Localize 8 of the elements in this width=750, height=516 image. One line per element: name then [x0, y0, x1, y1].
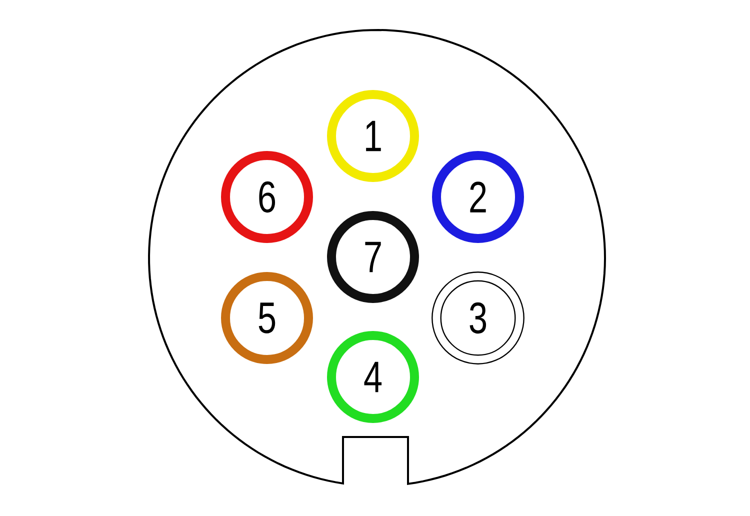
- pin-ring: 2: [432, 151, 524, 243]
- pin-ring: 7: [327, 211, 419, 303]
- pin-ring: 1: [327, 90, 419, 182]
- pin-ring: 5: [221, 272, 313, 364]
- connector-outline: [148, 29, 606, 486]
- pin-ring: 6: [221, 151, 313, 243]
- pin-ring: 3: [432, 272, 524, 364]
- pin-ring: 4: [327, 331, 419, 423]
